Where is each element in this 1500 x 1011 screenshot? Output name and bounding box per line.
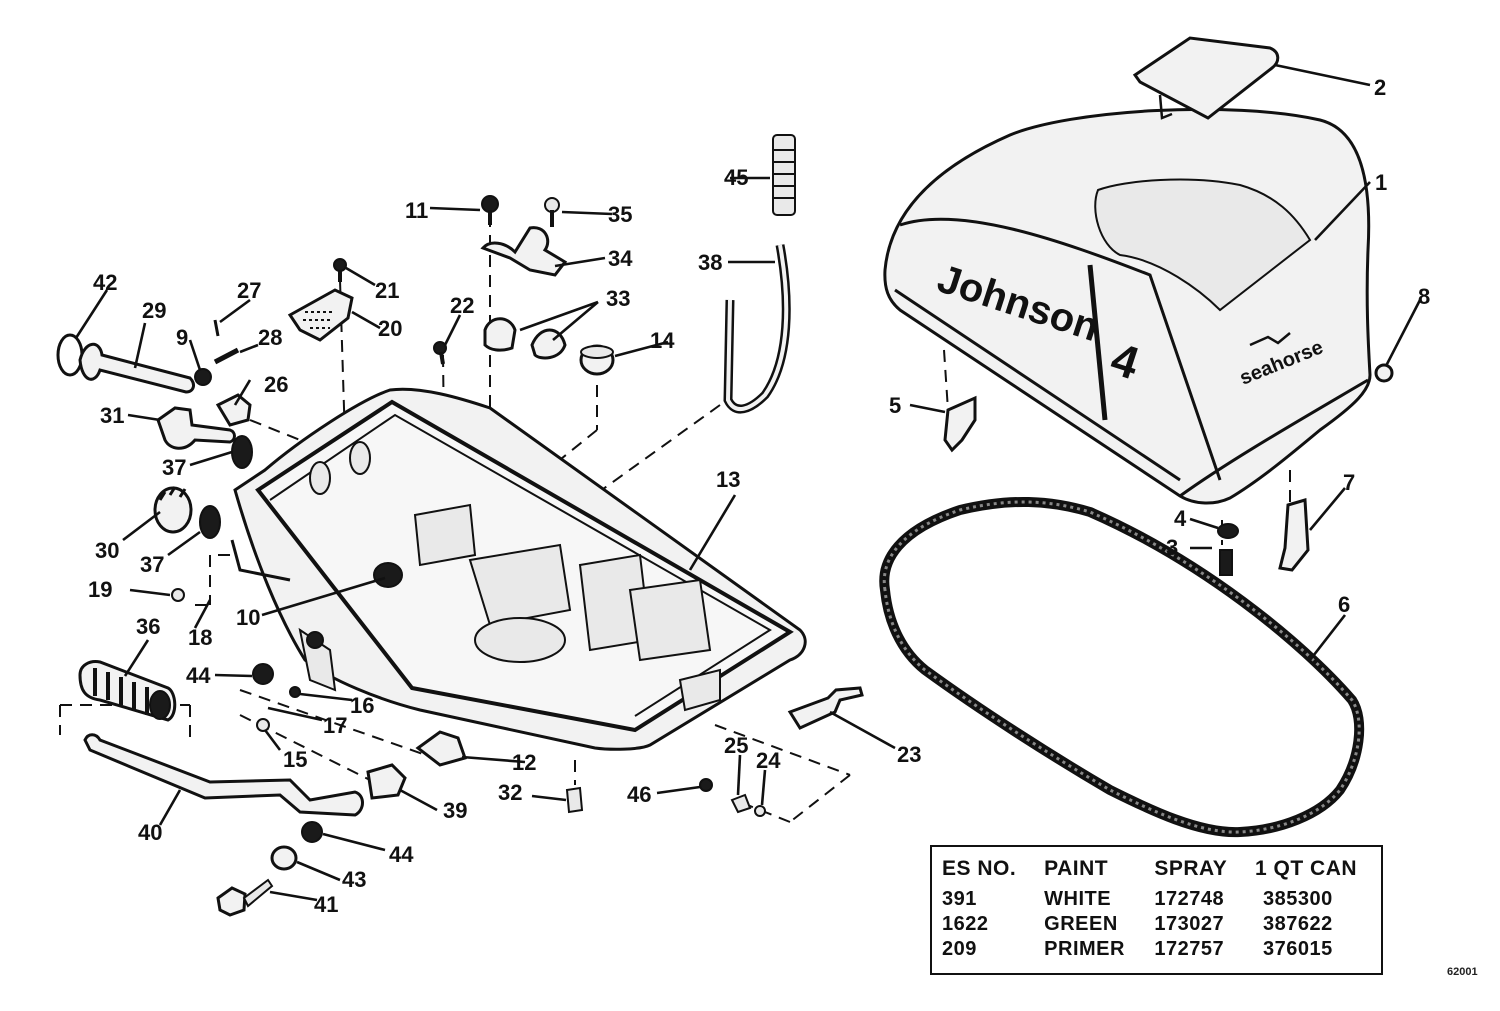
leader-lines xyxy=(74,63,1422,902)
callout-43: 43 xyxy=(342,867,366,892)
callout-5: 5 xyxy=(889,393,901,418)
callout-42: 42 xyxy=(93,270,117,295)
callout-21: 21 xyxy=(375,278,399,303)
table-row: 391 WHITE 172748 385300 xyxy=(932,887,1381,912)
callout-19: 19 xyxy=(88,577,112,602)
cover-grille xyxy=(1132,36,1280,120)
paint-table: ES NO. PAINT SPRAY 1 QT CAN 391 WHITE 17… xyxy=(930,845,1383,975)
cell-can: 376015 xyxy=(1263,938,1333,960)
paint-table-grid: ES NO. PAINT SPRAY 1 QT CAN 391 WHITE 17… xyxy=(932,853,1381,962)
callout-33: 33 xyxy=(606,286,630,311)
callout-41: 41 xyxy=(314,892,338,917)
callout-26: 26 xyxy=(264,372,288,397)
callout-9: 9 xyxy=(176,325,188,350)
callout-46: 46 xyxy=(627,782,651,807)
callout-29: 29 xyxy=(142,298,166,323)
header-es-no: ES NO. xyxy=(942,857,1017,880)
callout-28: 28 xyxy=(258,325,282,350)
header-spray: SPRAY xyxy=(1154,857,1228,880)
header-paint: PAINT xyxy=(1044,857,1109,880)
callout-4: 4 xyxy=(1174,506,1187,531)
callout-7: 7 xyxy=(1343,470,1355,495)
cell-spray: 172748 xyxy=(1154,888,1225,910)
callout-17: 17 xyxy=(323,713,347,738)
callout-44b: 44 xyxy=(389,842,414,867)
callout-27: 27 xyxy=(237,278,261,303)
callout-34: 34 xyxy=(608,246,633,271)
table-row: 209 PRIMER 172757 376015 xyxy=(932,937,1381,962)
callout-numbers: 1 2 3 4 5 6 7 8 9 10 11 12 13 14 15 16 1… xyxy=(88,75,1430,917)
callout-44a: 44 xyxy=(186,663,211,688)
cell-paint: GREEN xyxy=(1044,913,1118,935)
callout-16: 16 xyxy=(350,693,374,718)
paint-table-header: ES NO. PAINT SPRAY 1 QT CAN xyxy=(932,853,1381,887)
cell-spray: 172757 xyxy=(1154,938,1225,960)
callout-22: 22 xyxy=(450,293,474,318)
callout-36: 36 xyxy=(136,614,160,639)
callout-32: 32 xyxy=(498,780,522,805)
cell-paint: WHITE xyxy=(1044,888,1112,910)
callout-13: 13 xyxy=(716,467,740,492)
cell-es-no: 209 xyxy=(942,938,977,960)
callout-38: 38 xyxy=(698,250,722,275)
engine-cover: Johnson 4 seahorse xyxy=(883,107,1372,505)
small-parts xyxy=(56,134,1394,917)
callout-45: 45 xyxy=(724,165,748,190)
seahorse-emblem-icon xyxy=(1249,332,1291,347)
callout-6: 6 xyxy=(1338,592,1350,617)
callout-12: 12 xyxy=(512,750,536,775)
callout-3: 3 xyxy=(1166,535,1178,560)
cell-can: 387622 xyxy=(1263,913,1333,935)
callout-40: 40 xyxy=(138,820,162,845)
callout-15: 15 xyxy=(283,747,307,772)
lower-motor-cover xyxy=(230,387,807,751)
callout-30: 30 xyxy=(95,538,119,563)
callout-10: 10 xyxy=(236,605,260,630)
callout-11: 11 xyxy=(405,198,428,223)
callout-18: 18 xyxy=(188,625,212,650)
callout-23: 23 xyxy=(897,742,921,767)
figure-code: 62001 xyxy=(1447,966,1478,978)
callout-8: 8 xyxy=(1418,284,1430,309)
cell-es-no: 1622 xyxy=(942,913,989,935)
cell-can: 385300 xyxy=(1263,888,1333,910)
callout-1: 1 xyxy=(1375,170,1387,195)
callout-39: 39 xyxy=(443,798,467,823)
callout-31: 31 xyxy=(100,403,124,428)
table-row: 1622 GREEN 173027 387622 xyxy=(932,912,1381,937)
callout-25: 25 xyxy=(724,733,748,758)
callout-35: 35 xyxy=(608,202,632,227)
cell-spray: 173027 xyxy=(1154,913,1225,935)
cell-paint: PRIMER xyxy=(1044,938,1125,960)
cell-es-no: 391 xyxy=(942,888,977,910)
callout-2: 2 xyxy=(1374,75,1386,100)
callout-24: 24 xyxy=(756,748,781,773)
cover-seal xyxy=(879,497,1365,838)
callout-37b: 37 xyxy=(140,552,164,577)
header-1qt-can: 1 QT CAN xyxy=(1255,857,1358,880)
callout-37a: 37 xyxy=(162,455,186,480)
callout-14: 14 xyxy=(650,328,675,353)
callout-20: 20 xyxy=(378,316,402,341)
